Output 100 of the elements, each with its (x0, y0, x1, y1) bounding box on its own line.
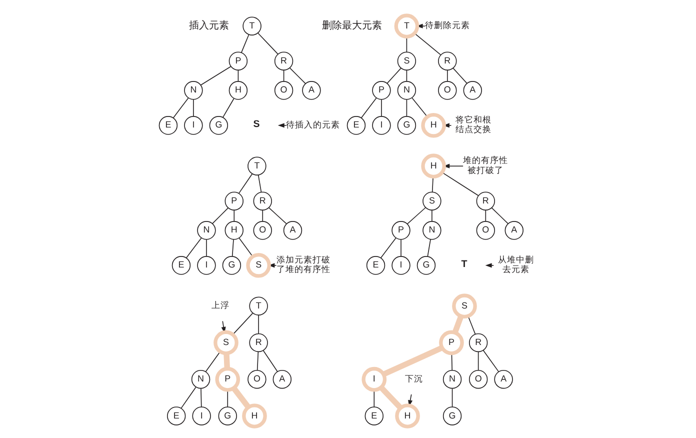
node-circle: E (171, 256, 190, 275)
node-text: 待插入的元素 (286, 119, 340, 130)
node-circle: H (228, 81, 248, 100)
connector (192, 99, 194, 117)
connector (231, 239, 234, 257)
arrow (277, 123, 286, 128)
connector (441, 172, 478, 196)
connector (256, 32, 278, 55)
node-circle: R (252, 192, 272, 210)
connector (452, 68, 467, 84)
connector (431, 176, 433, 192)
connector (232, 312, 252, 335)
node-circle: E (158, 116, 178, 135)
node-circle: I (184, 116, 202, 135)
node-circle: P (391, 221, 410, 240)
node-circle: I (192, 406, 210, 426)
node-text: 添加元素打破了堆的有序性 (276, 254, 330, 274)
connector (484, 210, 486, 222)
node-circle: I (361, 366, 386, 392)
node-circle: T (247, 156, 266, 176)
node-circle: P (214, 366, 240, 392)
connector (406, 70, 407, 82)
connector (204, 351, 220, 372)
node-circle: R (274, 52, 293, 70)
node-circle: R (248, 333, 268, 352)
connector (373, 390, 374, 408)
node-circle: E (366, 256, 385, 275)
connector (289, 68, 306, 84)
node-circle: H (242, 404, 266, 428)
connector (406, 207, 426, 224)
node-text: S (252, 119, 260, 130)
node-text: 堆的有序性被打破了 (462, 155, 508, 175)
node-circle: S (452, 294, 476, 318)
connector (238, 174, 252, 194)
connector (382, 345, 443, 377)
connector (262, 210, 263, 222)
node-circle: H (224, 221, 243, 240)
node-circle: P (438, 330, 464, 356)
connector (378, 386, 402, 410)
node-circle: H (394, 404, 420, 428)
connector (386, 68, 401, 84)
node-circle: O (247, 370, 266, 389)
connector (262, 350, 278, 372)
node-circle: O (476, 221, 495, 240)
connector (360, 98, 376, 118)
node-circle: A (494, 370, 512, 389)
node-circle: T (394, 14, 419, 38)
connector (233, 210, 234, 222)
node-circle: O (274, 81, 293, 100)
node-circle: I (391, 256, 410, 275)
node-circle: I (196, 256, 216, 275)
node-text: 将它和根结点交换 (454, 114, 491, 134)
node-circle: H (420, 154, 446, 178)
node-circle: G (218, 406, 236, 426)
node-circle: O (438, 81, 456, 100)
connector (414, 32, 441, 56)
connector (482, 350, 499, 372)
node-circle: R (476, 192, 495, 210)
connector (180, 386, 196, 409)
node-circle: P (228, 52, 248, 70)
connector (222, 98, 234, 118)
connector (411, 98, 428, 118)
label: 插入元素 (188, 20, 228, 32)
connector (380, 99, 382, 117)
node-text: 上浮 (210, 300, 229, 310)
node-circle: H (420, 112, 446, 138)
connector (212, 208, 228, 224)
connector (238, 238, 252, 257)
node-text: 下沉 (404, 373, 423, 384)
connector (467, 316, 476, 334)
node-circle: T (242, 16, 261, 36)
node-circle: S (213, 330, 238, 356)
connector (172, 98, 188, 118)
connector (477, 352, 478, 371)
connector (200, 66, 231, 86)
node-circle: N (190, 370, 210, 389)
node-circle: N (184, 81, 202, 100)
node-text: 从堆中删去元素 (497, 254, 534, 274)
label: 删除最大元素 (322, 20, 382, 32)
connector (200, 388, 202, 408)
node-circle: R (468, 333, 488, 352)
node-circle: G (442, 406, 462, 426)
connector (446, 70, 448, 82)
node-circle: P (224, 192, 243, 210)
connector (451, 388, 452, 408)
node-circle: P (372, 81, 390, 100)
node-circle: G (222, 256, 241, 275)
node-circle: O (468, 370, 488, 389)
connector (256, 352, 258, 371)
connector (490, 207, 508, 224)
node-circle: S (246, 252, 270, 278)
connector (426, 238, 430, 257)
node-circle: E (166, 406, 186, 426)
node-circle: G (416, 256, 436, 275)
node-circle: T (248, 296, 268, 316)
node-circle: E (364, 406, 383, 426)
connector (450, 353, 452, 371)
node-text: 待删除元素 (424, 20, 470, 30)
node-circle: A (504, 221, 523, 240)
connector (282, 70, 284, 82)
